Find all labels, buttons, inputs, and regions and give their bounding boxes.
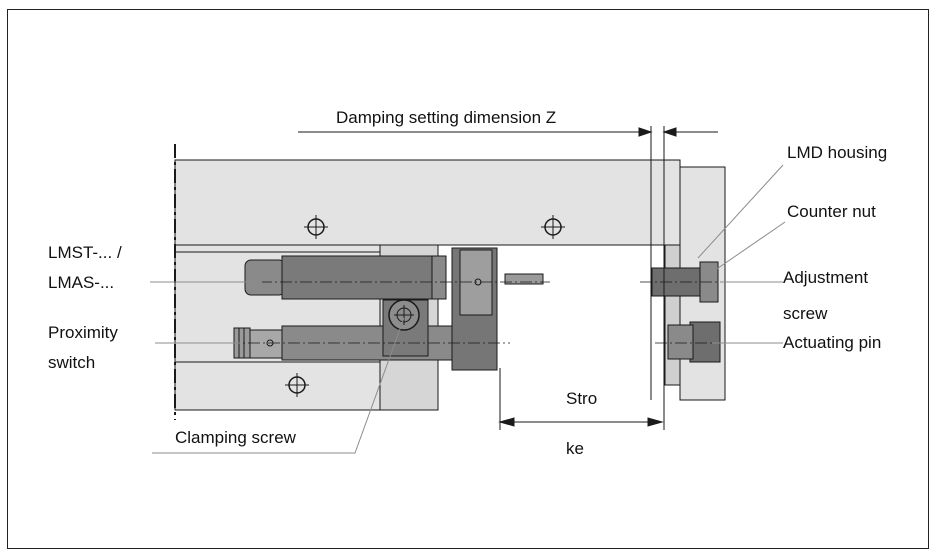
adjustment-screw-label-line2: screw xyxy=(783,304,828,323)
stroke-label-line1: Stro xyxy=(566,389,597,408)
lmst-label-line2: LMAS-... xyxy=(48,273,114,292)
proximity-switch-label-line1: Proximity xyxy=(48,323,118,342)
lmd-housing-label: LMD housing xyxy=(787,143,887,162)
mounting-screw-icon xyxy=(304,215,328,239)
actuating-pin-label: Actuating pin xyxy=(783,333,881,352)
counter-nut-label: Counter nut xyxy=(787,202,876,221)
damping-setting-label: Damping setting dimension Z xyxy=(336,108,556,127)
stroke-label-line2: ke xyxy=(566,439,584,458)
clamping-screw-label: Clamping screw xyxy=(175,428,297,447)
damping-dimension xyxy=(298,126,718,430)
mounting-screw-icon xyxy=(285,373,309,397)
stroke-dimension xyxy=(498,368,664,430)
proximity-switch-label-line2: switch xyxy=(48,353,95,372)
lmst-label-line1: LMST-... / xyxy=(48,243,122,262)
adjustment-screw-label-line1: Adjustment xyxy=(783,268,868,287)
lmd-housing xyxy=(651,166,726,401)
clamp-block xyxy=(382,247,498,371)
leader-lines xyxy=(150,164,786,454)
mounting-screw-icon xyxy=(541,215,565,239)
shock-absorber-lmst xyxy=(244,255,544,300)
